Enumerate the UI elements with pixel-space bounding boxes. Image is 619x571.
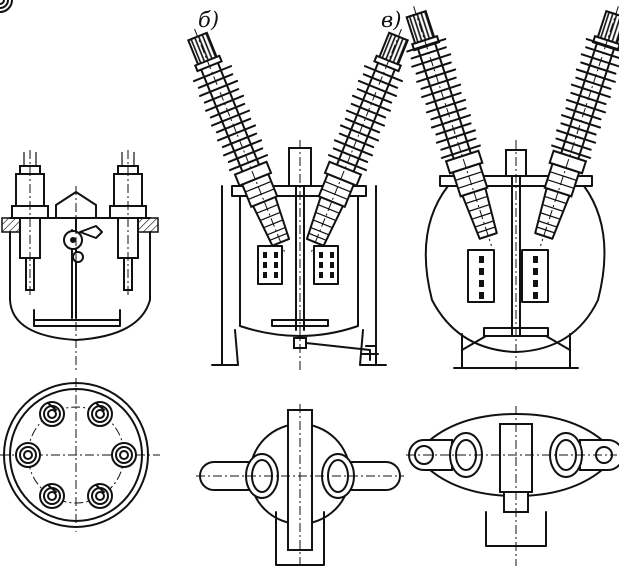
label-b: б) bbox=[198, 8, 219, 32]
tank-c-elevation bbox=[396, 0, 619, 372]
tank-b-plan bbox=[196, 404, 404, 566]
tank-b-elevation bbox=[177, 21, 419, 372]
label-v: в) bbox=[381, 8, 401, 32]
tank-c-plan bbox=[406, 406, 619, 566]
tank-a-plan bbox=[0, 0, 160, 532]
tank-a-elevation bbox=[1, 150, 159, 370]
